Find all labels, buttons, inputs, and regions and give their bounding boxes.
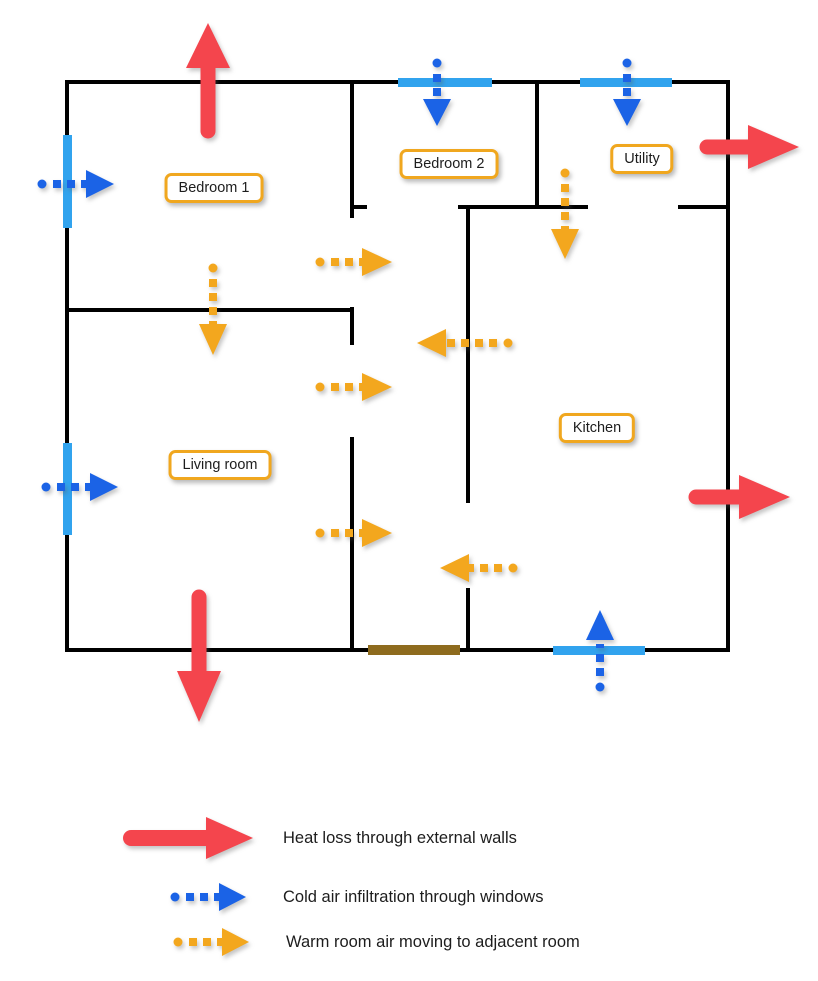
heat-loss-arrows	[177, 23, 799, 722]
room-label-bedroom-2: Bedroom 2	[399, 149, 499, 179]
warm-air-arrow-bedroom1-right	[315, 248, 392, 276]
cold-air-arrows	[37, 58, 641, 692]
windows	[63, 78, 672, 655]
heat-loss-arrow-bottom	[177, 589, 221, 722]
window-bedroom2-top	[398, 78, 492, 87]
heat-loss-arrow-top	[186, 23, 230, 139]
floorplan-canvas	[37, 23, 799, 722]
window-kitchen-bottom	[553, 646, 645, 655]
window-livingroom-left	[63, 443, 72, 535]
legend-label-cold-air: Cold air infiltration through windows	[283, 887, 544, 906]
heat-loss-arrow-right-kitchen	[688, 475, 790, 519]
cold-air-arrow-bedroom1	[37, 170, 114, 198]
warm-air-arrow-hall-right-middle	[315, 373, 392, 401]
legend-label-warm-air: Warm room air moving to adjacent room	[286, 932, 580, 951]
legend-item-warm-air: Warm room air moving to adjacent room	[125, 918, 580, 966]
warm-air-arrow-bedroom1-down	[199, 263, 227, 355]
heat-loss-arrow-icon	[123, 817, 253, 859]
legend-item-heat-loss: Heat loss through external walls	[122, 814, 517, 862]
cold-air-arrow-kitchen	[586, 610, 614, 692]
door	[368, 645, 460, 655]
warm-air-arrow-kitchen-left-upper	[417, 329, 513, 357]
cold-air-arrow-utility	[613, 58, 641, 126]
warm-air-arrow-utility-down	[551, 168, 579, 259]
cold-air-arrow-bedroom2	[423, 58, 451, 126]
warm-air-arrows	[199, 168, 579, 582]
room-label-bedroom-1: Bedroom 1	[164, 173, 264, 203]
room-label-kitchen: Kitchen	[558, 413, 636, 443]
warm-air-arrow-kitchen-left-lower	[440, 554, 518, 582]
room-label-living-room: Living room	[168, 450, 272, 480]
door-bottom-wall	[368, 645, 460, 655]
warm-air-arrow-hall-right-lower	[315, 519, 392, 547]
legend-item-cold-air: Cold air infiltration through windows	[122, 873, 543, 921]
heat-loss-arrow-right-utility	[699, 125, 799, 169]
window-utility-top	[580, 78, 672, 87]
cold-air-arrow-livingroom	[41, 473, 118, 501]
room-label-utility: Utility	[610, 144, 674, 174]
legend-label-heat-loss: Heat loss through external walls	[283, 828, 517, 847]
cold-air-arrow-icon	[170, 883, 246, 911]
warm-air-arrow-icon	[173, 928, 249, 956]
